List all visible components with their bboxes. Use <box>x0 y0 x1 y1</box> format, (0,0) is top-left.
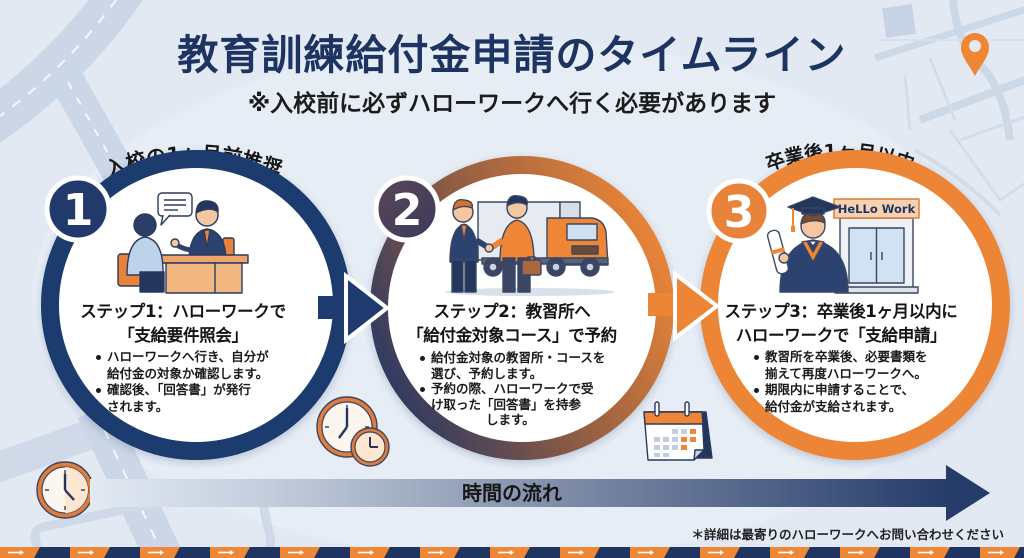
graduate-hello-work-illustration: HeLLo Work <box>766 196 920 294</box>
step-1-heading-line: 「支給要件照会」 <box>118 326 248 345</box>
page-subtitle: ※入校前に必ずハローワークへ行く必要があります <box>247 91 777 117</box>
bullet-line: 確認後、「回答書」が発行 <box>107 382 251 397</box>
step-1-bullets: ハローワークへ行き、自分が 給付金の対象か確認します。 確認後、「回答書」が発行… <box>96 349 269 415</box>
step-3-heading-line: ステップ3：卒業後1ヶ月以内に <box>724 302 958 321</box>
step-3-heading: ステップ3：卒業後1ヶ月以内に ハローワークで「支給申請」 <box>716 300 966 348</box>
bullet-line: 給付金が支給されます。 <box>765 398 902 414</box>
bullet-line: します。 <box>486 412 535 427</box>
step-arrow-icon <box>648 269 721 343</box>
bullet-line: ハローワークへ行き、自分が <box>107 349 269 364</box>
step-2-heading-line: ステップ2：教習所へ <box>433 302 591 321</box>
clock-icon <box>36 461 94 519</box>
timeline-label: 時間の流れ <box>462 481 562 505</box>
step-2-bullets: 給付金対象の教習所・コースを 選び、予約します。 予約の際、ハローワークで受 け… <box>420 350 605 428</box>
handshake-truck-illustration <box>445 195 615 296</box>
svg-text:3: 3 <box>724 187 755 238</box>
bullet-line: 選び、予約します。 <box>431 365 543 381</box>
bullet-item: 期限内に申請することで、 給付金が支給されます。 <box>754 382 928 415</box>
bullet-line: されます。 <box>107 398 169 414</box>
step-3-bullets: 教習所を卒業後、必要書類を 揃えて再度ハローワークへ。 期限内に申請することで、… <box>754 349 928 415</box>
bullet-item: 教習所を卒業後、必要書類を 揃えて再度ハローワークへ。 <box>754 349 928 382</box>
step-3-heading-line: ハローワークで「支給申請」 <box>735 326 947 345</box>
step-arrow-icon <box>318 271 391 345</box>
svg-text:1: 1 <box>63 185 94 236</box>
step-1-heading: ステップ1：ハローワークで 「支給要件照会」 <box>58 300 308 348</box>
step-2-badge: 2 <box>373 175 441 243</box>
bullet-line: け取った「回答書」を持参 <box>431 396 582 412</box>
map-pin-icon <box>961 33 989 76</box>
bullet-line: 教習所を卒業後、必要書類を <box>765 349 928 364</box>
speech-bubble-icon <box>157 192 193 226</box>
step-1-badge: 1 <box>44 175 112 243</box>
svg-text:2: 2 <box>392 185 423 236</box>
step-2-heading-line: 「給付金対象コース」で予約 <box>407 326 617 345</box>
bullet-item: ハローワークへ行き、自分が 給付金の対象か確認します。 <box>96 349 269 382</box>
bullet-line: 期限内に申請することで、 <box>765 382 915 397</box>
calendar-icon <box>643 401 713 461</box>
step-1-heading-line: ステップ1：ハローワークで <box>80 302 286 321</box>
page-title: 教育訓練給付金申請のタイムライン <box>177 31 847 79</box>
bullet-item: 確認後、「回答書」が発行 されます。 <box>96 382 269 415</box>
bullet-item: 給付金対象の教習所・コースを 選び、予約します。 <box>420 350 605 381</box>
svg-text:HeLLo Work: HeLLo Work <box>838 202 916 216</box>
hello-work-sign: HeLLo Work <box>833 198 920 219</box>
bullet-line: 予約の際、ハローワークで受 <box>431 381 594 396</box>
bullet-line: 給付金の対象か確認します。 <box>107 365 269 381</box>
bullet-line: 給付金対象の教習所・コースを <box>431 350 606 365</box>
consultation-illustration <box>117 192 249 294</box>
footer-note: ＊詳細は最寄りのハローワークへお問い合わせください <box>691 527 1004 542</box>
double-clock-icon <box>316 396 390 467</box>
bullet-item: 予約の際、ハローワークで受 け取った「回答書」を持参 します。 <box>420 381 605 428</box>
bottom-stripe <box>0 547 1024 558</box>
timeline-arrow-icon <box>90 465 990 521</box>
step-2-heading: ステップ2：教習所へ 「給付金対象コース」で予約 <box>387 300 637 348</box>
step-3-badge: 3 <box>706 178 772 244</box>
bullet-line: 揃えて再度ハローワークへ。 <box>765 365 927 381</box>
